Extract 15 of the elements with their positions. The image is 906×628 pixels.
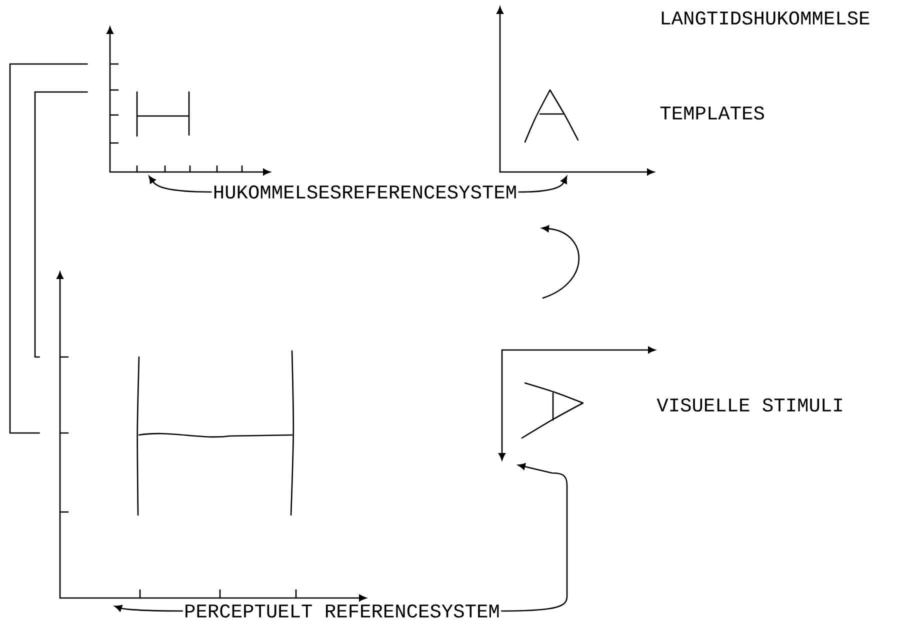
graph-drawing — [498, 346, 656, 460]
graph-drawing — [496, 6, 654, 176]
leader-arrow — [518, 176, 568, 193]
system-label: HUKOMMELSESREFERENCESYSTEM — [214, 185, 516, 199]
bracket-line — [34, 91, 88, 358]
graph-drawing — [56, 272, 366, 602]
system-label: PERCEPTUELT REFERENCESYSTEM — [186, 604, 499, 618]
graph-drawing — [106, 26, 270, 176]
caption-label: VISUELLE STIMULI — [656, 398, 842, 412]
leader-arrow — [148, 176, 212, 193]
leader-arrow — [500, 463, 568, 612]
leader-arrow — [114, 605, 184, 612]
caption-label: TEMPLATES — [660, 106, 764, 120]
caption-label: LANGTIDSHUKOMMELSE — [662, 11, 870, 25]
bracket-line — [9, 63, 88, 434]
